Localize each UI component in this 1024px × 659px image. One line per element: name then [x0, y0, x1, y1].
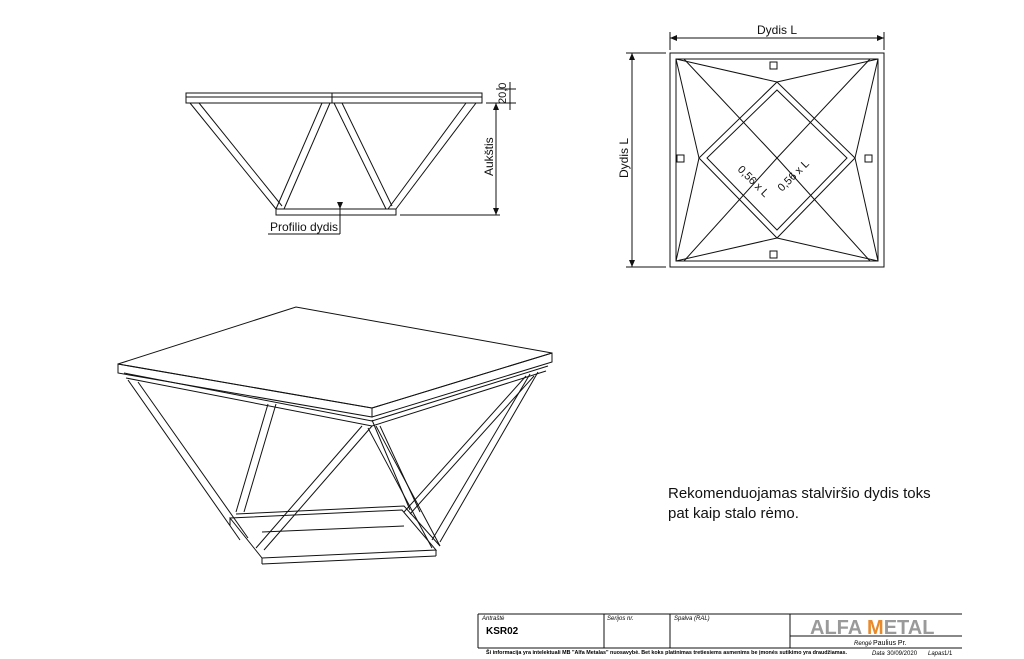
top-depth-label: Dydis L — [617, 138, 631, 178]
profile-size-label: Profilio dydis — [270, 220, 338, 234]
logo-part-2: M — [867, 617, 884, 639]
tb-date-value: 30/09/2020 — [887, 651, 918, 657]
tb-disclaimer: Ši informacija yra intelektuali MB "Alfa… — [486, 648, 848, 656]
top-outer-frame — [669, 52, 885, 268]
top-thickness-label: 20,0 — [497, 83, 509, 104]
iso-base — [228, 509, 438, 559]
tb-color-header: Spalva (RAL) — [674, 616, 710, 622]
front-tabletop — [185, 92, 483, 104]
logo-part-3: ETAL — [884, 617, 935, 639]
top-view — [626, 32, 885, 268]
isometric-view — [117, 306, 553, 565]
front-bottom-bar — [275, 208, 397, 216]
tb-serial-header: Serijos nr. — [607, 616, 634, 622]
tb-name-value: KSR02 — [486, 626, 519, 637]
top-width-label: Dydis L — [757, 23, 797, 37]
title-block — [477, 613, 962, 649]
tb-sheet-value: 1/1 — [944, 651, 953, 657]
height-label: Aukštis — [482, 137, 496, 176]
recommendation-note: Rekomenduojamas stalviršio dydis toks pa… — [668, 484, 968, 524]
company-logo: ALFA METAL — [810, 617, 934, 639]
note-line-1: Rekomenduojamas stalviršio dydis toks — [668, 485, 931, 502]
tb-drawn-by-header: Rengė — [854, 641, 872, 647]
logo-part-1: ALFA — [810, 617, 867, 639]
tb-drawn-by-value: Paulius Pr. — [873, 640, 907, 647]
front-view — [185, 82, 516, 235]
inner-dimension-1: 0,56 x L — [735, 164, 771, 200]
top-inner-diamond — [698, 81, 856, 239]
tb-date-header: Data — [872, 651, 885, 657]
note-line-2: pat kaip stalo rėmo. — [668, 505, 799, 522]
iso-tabletop — [117, 306, 553, 409]
tb-name-header: Antraštė — [481, 616, 505, 622]
inner-dimension-2: 0,56 x L — [776, 158, 812, 194]
tb-sheet-header: Lapas — [928, 651, 944, 657]
